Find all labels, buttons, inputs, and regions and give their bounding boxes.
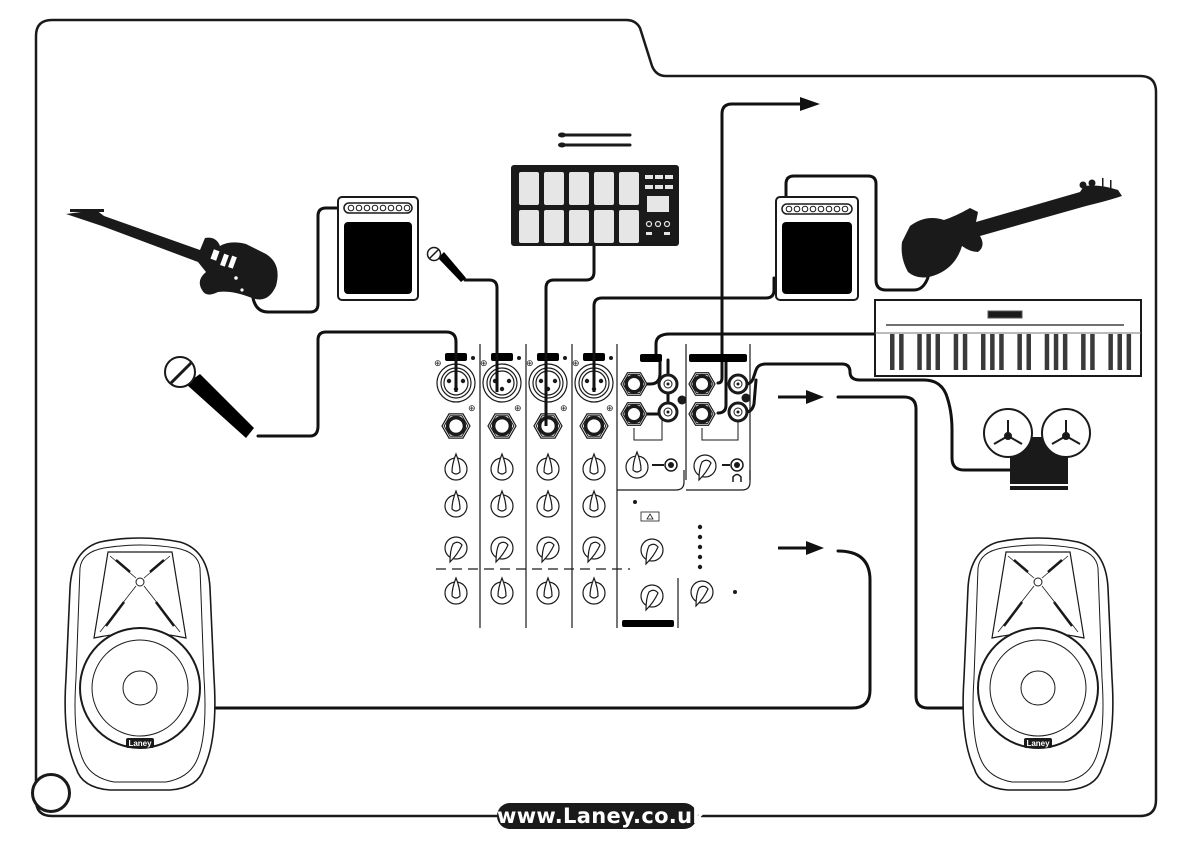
tape-reel-icon	[984, 409, 1090, 490]
speaker-icon: Laney	[65, 538, 215, 790]
cable-mic1-to-ch1	[258, 332, 456, 436]
drum-pad-button	[519, 210, 539, 243]
svg-text:⊕: ⊕	[560, 403, 568, 413]
guitar-icon	[66, 209, 278, 300]
keyboard-icon	[875, 300, 1141, 376]
drum-pad-button	[594, 210, 614, 243]
page-number-badge	[31, 773, 71, 813]
knob-pointer	[633, 452, 641, 472]
bass-guitar-icon	[902, 178, 1122, 278]
knob-pointer	[590, 578, 598, 598]
knob-pointer	[544, 578, 552, 598]
drum-pad-button	[544, 210, 564, 243]
keyboard-black-key	[1063, 334, 1068, 370]
speaker-woofer	[80, 628, 200, 748]
drum-pad-button	[594, 172, 614, 205]
keyboard-black-key	[1108, 334, 1113, 370]
svg-text:Laney: Laney	[1026, 739, 1050, 748]
knob-pointer	[452, 454, 460, 474]
cable-bassamp-to-ch4	[594, 278, 774, 360]
keyboard-black-key	[981, 334, 986, 370]
svg-text:⊕: ⊕	[514, 403, 522, 413]
svg-text:Laney: Laney	[128, 739, 152, 748]
guitar-amp-icon	[338, 197, 418, 300]
keyboard-black-key	[999, 334, 1004, 370]
knob-pointer	[544, 491, 552, 511]
cable-mic2-to-ch2	[465, 280, 497, 360]
knob-pointer	[590, 454, 598, 474]
keyboard-black-key	[1127, 334, 1132, 370]
speaker-icon: Laney	[963, 538, 1113, 790]
knob-pointer	[498, 454, 506, 474]
website-url-banner: www.Laney.co.uk	[497, 803, 697, 829]
arrow-rec-out-icon	[778, 390, 824, 404]
arrow-send-out-icon	[800, 97, 820, 111]
drum-pad-button	[519, 172, 539, 205]
knob-pointer	[498, 578, 506, 598]
channel-label-plate	[491, 353, 513, 361]
drum-pad-button	[569, 172, 589, 205]
keyboard-black-key	[1054, 334, 1059, 370]
svg-text:⊕: ⊕	[526, 358, 534, 368]
svg-text:⊕: ⊕	[468, 403, 476, 413]
svg-text:⊕: ⊕	[606, 403, 614, 413]
level-led	[698, 545, 702, 549]
drum-pad-icon	[511, 165, 679, 246]
keyboard-black-key	[1027, 334, 1032, 370]
svg-text:⊕: ⊕	[434, 358, 442, 368]
cable-main-out-left	[214, 551, 870, 708]
keyboard-black-key	[1090, 334, 1095, 370]
keyboard-black-key	[963, 334, 968, 370]
keyboard-black-key	[954, 334, 959, 370]
svg-text:⊕: ⊕	[572, 358, 580, 368]
level-led	[698, 525, 702, 529]
arrow-main-out-icon	[778, 541, 824, 555]
keyboard-black-key	[1118, 334, 1123, 370]
cable-main-out-right	[838, 397, 968, 708]
drum-pad-button	[544, 172, 564, 205]
keyboard-black-key	[1081, 334, 1086, 370]
drum-pad-button	[569, 210, 589, 243]
knob-pointer	[498, 491, 506, 511]
mixer-panel: ⊕⊕⊕⊕⊕⊕⊕⊕	[434, 288, 751, 628]
speaker-woofer	[978, 628, 1098, 748]
microphone-icon	[428, 248, 467, 283]
svg-text:⊕: ⊕	[480, 358, 488, 368]
channel-label-plate	[537, 353, 559, 361]
microphone-icon	[165, 357, 254, 438]
cable-to-tape	[746, 364, 1010, 470]
keyboard-black-key	[1045, 334, 1050, 370]
level-led	[698, 565, 702, 569]
keyboard-black-key	[917, 334, 922, 370]
mixer-channel-strip: ⊕⊕	[480, 353, 522, 604]
keyboard-black-key	[926, 334, 931, 370]
keyboard-black-key	[936, 334, 941, 370]
knob-pointer	[544, 454, 552, 474]
knob-pointer	[452, 491, 460, 511]
laney-logo-badge: Laney	[1024, 738, 1052, 748]
level-led	[698, 535, 702, 539]
cable-keyboard-to-stereo	[656, 334, 876, 356]
headphones-icon	[733, 475, 741, 483]
drumsticks-icon	[558, 133, 630, 148]
laney-logo-badge: Laney	[126, 738, 154, 748]
keyboard-black-key	[890, 334, 895, 370]
keyboard-black-key	[899, 334, 904, 370]
drum-pad-button	[619, 210, 639, 243]
bass-amp-icon	[776, 197, 858, 300]
keyboard-black-key	[1017, 334, 1022, 370]
drum-pad-button	[619, 172, 639, 205]
level-led	[698, 555, 702, 559]
knob-pointer	[452, 578, 460, 598]
keyboard-black-key	[990, 334, 995, 370]
knob-pointer	[590, 491, 598, 511]
